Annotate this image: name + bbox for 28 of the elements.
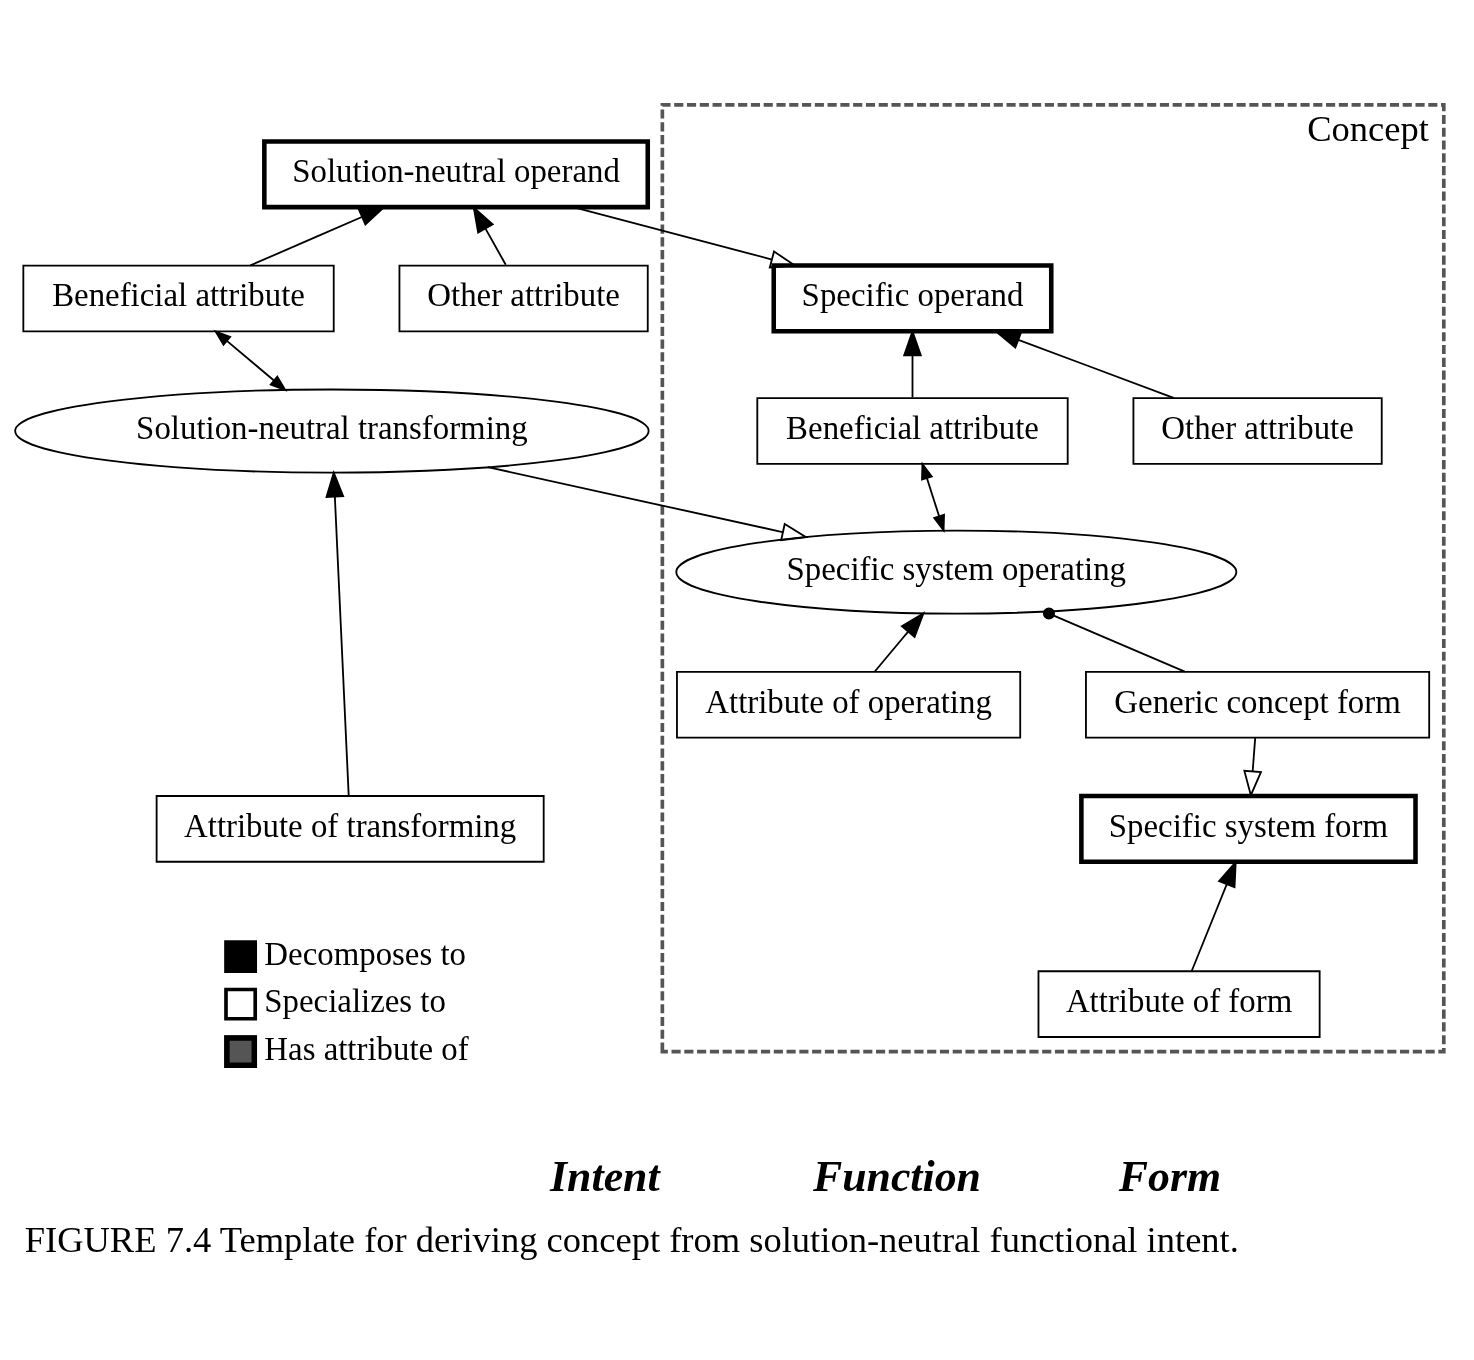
arrow [213,329,288,392]
node-box: Other attribute [1132,396,1383,465]
node-box: Attribute of operating [676,670,1022,738]
node-box: Beneficial attribute [756,396,1069,465]
node-box: Generic concept form [1085,670,1431,738]
node-box: Attribute of transforming [155,794,545,863]
arrow [873,610,926,672]
legend-label: Specializes to [264,982,446,1019]
arrow [993,330,1176,399]
node-box: Specific operand [771,262,1054,334]
legend-label: Decomposes to [264,935,467,972]
node-box: Other attribute [398,264,649,332]
caption: FIGURE 7.4 Template for deriving concept from solution-neutral functional intent. [24,1218,1239,1260]
arrow [921,460,945,533]
label: Function [812,1151,981,1200]
arrow [325,469,350,797]
arrow [1190,859,1237,972]
legend-label: Has attribute of [264,1030,469,1067]
node-box: Attribute of form [1037,969,1321,1038]
arrow [486,465,809,541]
node-ellipse: Specific system operating [675,529,1238,615]
label: Intent [550,1151,660,1200]
node-box: Beneficial attribute [22,264,335,332]
node-ellipse: Solution-neutral transforming [14,388,650,474]
node-box: Specific system form [1079,793,1418,864]
node-box: Solution-neutral operand [262,138,651,209]
label: Form [1118,1151,1222,1200]
connector [1042,607,1186,673]
